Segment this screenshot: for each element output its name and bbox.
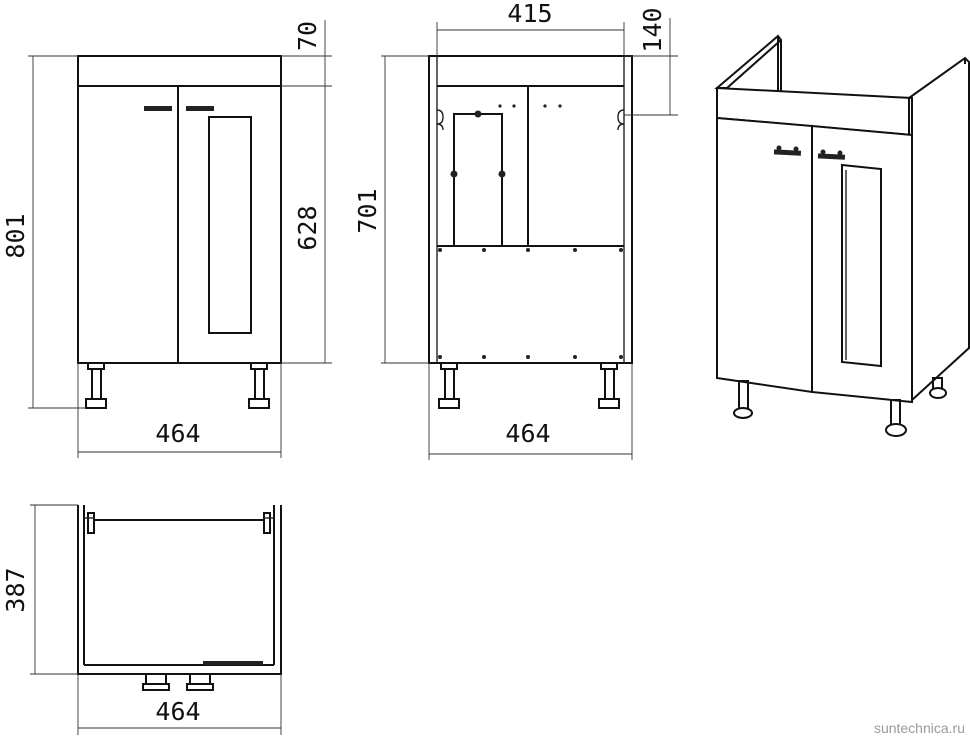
dim-387: 387: [1, 567, 30, 612]
dim-415: 415: [507, 0, 552, 28]
front-view: 801 70 628 464: [1, 20, 332, 458]
front-right-leg: [248, 362, 270, 409]
back-frame: [428, 55, 633, 364]
front-left-leg: [85, 362, 107, 409]
dim-back-width: 464: [505, 419, 550, 448]
dim-701-lines: [381, 55, 429, 364]
dim-801: 801: [1, 213, 30, 258]
dim-415-lines: [436, 22, 625, 56]
dim-701: 701: [353, 188, 382, 233]
right-door: [177, 85, 282, 364]
left-handle: [144, 106, 172, 111]
dim-140-lines: [624, 18, 678, 116]
iso-handles: [773, 145, 846, 160]
top-view-legs: [142, 673, 214, 691]
dim-628: 628: [293, 205, 322, 250]
iso-left-door: [716, 116, 813, 394]
right-handle: [186, 106, 214, 111]
iso-legs: [733, 377, 947, 437]
dim-70: 70: [293, 21, 322, 51]
wall-brackets: [436, 109, 625, 131]
dim-top-width: 464: [155, 697, 200, 726]
back-panel-screws: [438, 248, 623, 359]
back-left-leg: [438, 362, 460, 409]
iso-right-door: [811, 124, 913, 404]
dim-back-width-lines: [428, 363, 633, 460]
dim-801-lines: [28, 55, 86, 409]
dim-front-width: 464: [155, 419, 200, 448]
door-glass-panel: [208, 116, 252, 334]
iso-glass-panel: [841, 163, 882, 368]
plumbing-lines: [450, 104, 562, 246]
dim-top-width-lines: [77, 674, 282, 735]
left-door: [77, 85, 179, 364]
dim-140: 140: [638, 7, 667, 52]
watermark: suntechnica.ru: [874, 720, 965, 736]
top-view: 387 464: [1, 504, 282, 735]
dim-70-628-lines: [281, 20, 332, 364]
isometric-view: [714, 34, 970, 437]
back-right-leg: [598, 362, 620, 409]
dim-387-lines: [30, 504, 78, 675]
back-view: 415 140 701 464: [353, 0, 678, 460]
dim-front-width-lines: [77, 363, 282, 458]
front-top-panel: [77, 55, 282, 87]
